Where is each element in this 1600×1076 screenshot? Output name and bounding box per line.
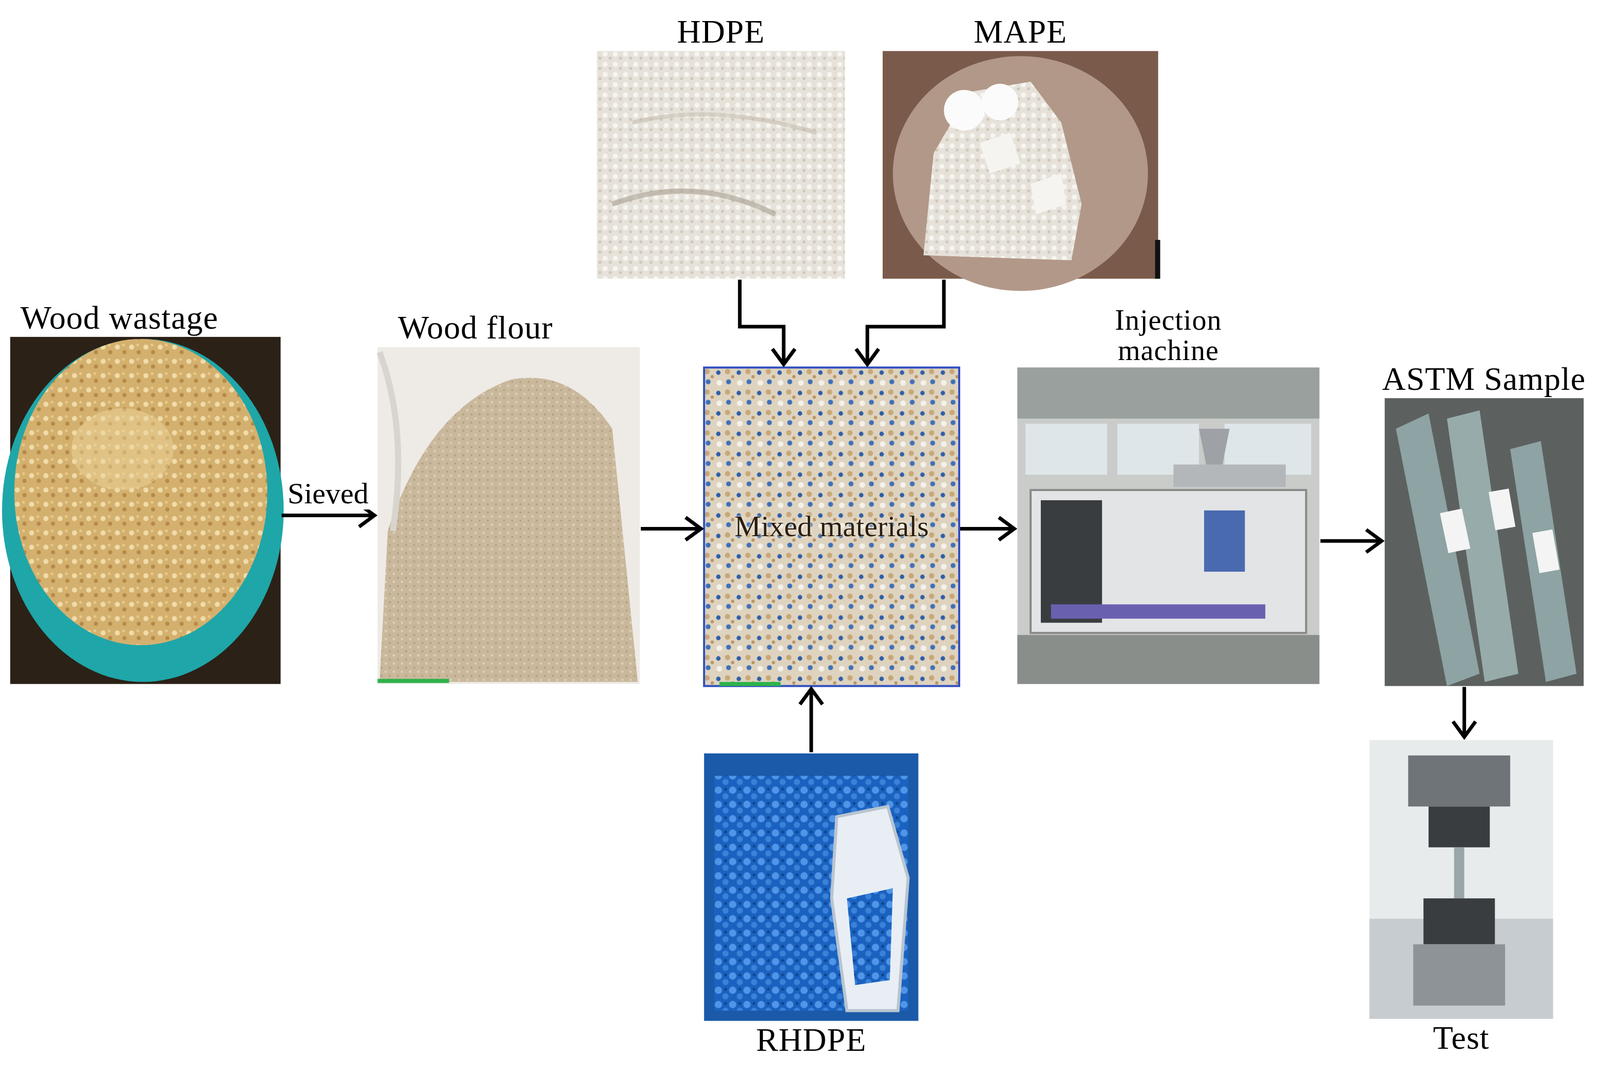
granules xyxy=(597,50,846,279)
arrow-head xyxy=(855,348,879,365)
photo-label: MAPE xyxy=(973,14,1068,49)
photo-label: RHDPE xyxy=(755,1022,867,1057)
stripe xyxy=(1051,604,1266,619)
specimen-tag xyxy=(1532,529,1560,574)
flow-arrow xyxy=(855,279,944,365)
photo-node: RHDPE xyxy=(703,753,919,1021)
photo-label: Wood flour xyxy=(397,310,554,345)
photo-label: Injection machine xyxy=(1083,305,1253,366)
edge-mark xyxy=(719,681,781,687)
ceiling xyxy=(1017,367,1320,419)
bowl xyxy=(2,338,284,682)
arrow-head xyxy=(772,348,795,365)
arrow-line xyxy=(640,526,701,531)
photo-node: MAPE xyxy=(882,50,1159,279)
bag xyxy=(831,806,909,1011)
photo-ground xyxy=(1384,397,1585,687)
bucket-inside xyxy=(892,55,1149,291)
flake xyxy=(1030,173,1067,215)
specimen xyxy=(1510,441,1577,682)
sawdust xyxy=(14,338,268,645)
bag-pellets xyxy=(846,887,893,985)
arrow-head xyxy=(1453,721,1476,737)
granule-shadow xyxy=(612,191,776,215)
barrel xyxy=(1173,464,1286,487)
arrow-line xyxy=(960,526,1015,531)
flow-arrow xyxy=(640,517,701,540)
sawdust-highlight xyxy=(71,408,174,490)
flakes-pile xyxy=(923,81,1082,261)
photo-label: Test xyxy=(1433,1020,1490,1055)
flake xyxy=(981,83,1019,121)
hopper xyxy=(1198,428,1230,465)
hall xyxy=(1017,367,1320,684)
granule-shadow xyxy=(632,114,817,133)
base xyxy=(1413,944,1506,1006)
floor xyxy=(1017,634,1320,684)
bucket xyxy=(703,753,919,1021)
lab-ground xyxy=(1369,739,1554,1019)
crosshead xyxy=(1407,755,1511,807)
frame-mark xyxy=(1155,239,1161,279)
photo-node: Wood flour xyxy=(377,347,640,684)
flake xyxy=(943,89,985,131)
flow-arrow xyxy=(739,279,795,365)
edge-mark xyxy=(377,678,449,683)
lower-grip xyxy=(1423,898,1495,944)
flour-heap xyxy=(379,377,638,682)
arrow-head xyxy=(1366,529,1382,552)
flow-arrow xyxy=(800,688,823,752)
photo-node: Mixed materials xyxy=(703,367,960,686)
photo-label: Wood wastage xyxy=(20,300,219,335)
window xyxy=(1025,423,1108,475)
specimen-tag xyxy=(1439,508,1471,554)
photo-node: HDPE xyxy=(597,50,846,279)
specimen-tag xyxy=(1488,488,1516,530)
photo-label: ASTM Sample xyxy=(1381,361,1586,396)
flow-arrow xyxy=(1453,686,1476,737)
machine-body xyxy=(1030,489,1307,633)
mixed-granules xyxy=(703,367,960,687)
photo-node: Wood wastage xyxy=(10,336,281,684)
specimen xyxy=(1454,847,1465,899)
flow-arrow xyxy=(960,517,1015,540)
arrow-line xyxy=(1462,686,1466,737)
arrow-line xyxy=(809,688,813,752)
photo-node: ASTM Sample xyxy=(1384,397,1585,686)
arrow-head xyxy=(800,688,823,704)
flow-arrow xyxy=(1320,529,1382,552)
upper-grip xyxy=(1428,806,1490,848)
arrow-head xyxy=(685,517,701,540)
flake xyxy=(979,132,1021,174)
photo-node: Injection machine xyxy=(1017,367,1320,684)
bag-fold xyxy=(379,352,398,531)
photo-node: Test xyxy=(1369,739,1554,1019)
bag xyxy=(377,347,640,684)
photo-caption: Mixed materials xyxy=(734,507,930,546)
arrow-line xyxy=(1320,539,1382,543)
control-panel xyxy=(1204,510,1245,572)
edge-label: Sieved xyxy=(285,478,371,510)
arrow-head xyxy=(998,517,1015,540)
arrow-line xyxy=(281,513,375,518)
photo-label: HDPE xyxy=(676,14,765,49)
blue-pellets xyxy=(714,775,909,1011)
arrow-line xyxy=(739,279,784,365)
